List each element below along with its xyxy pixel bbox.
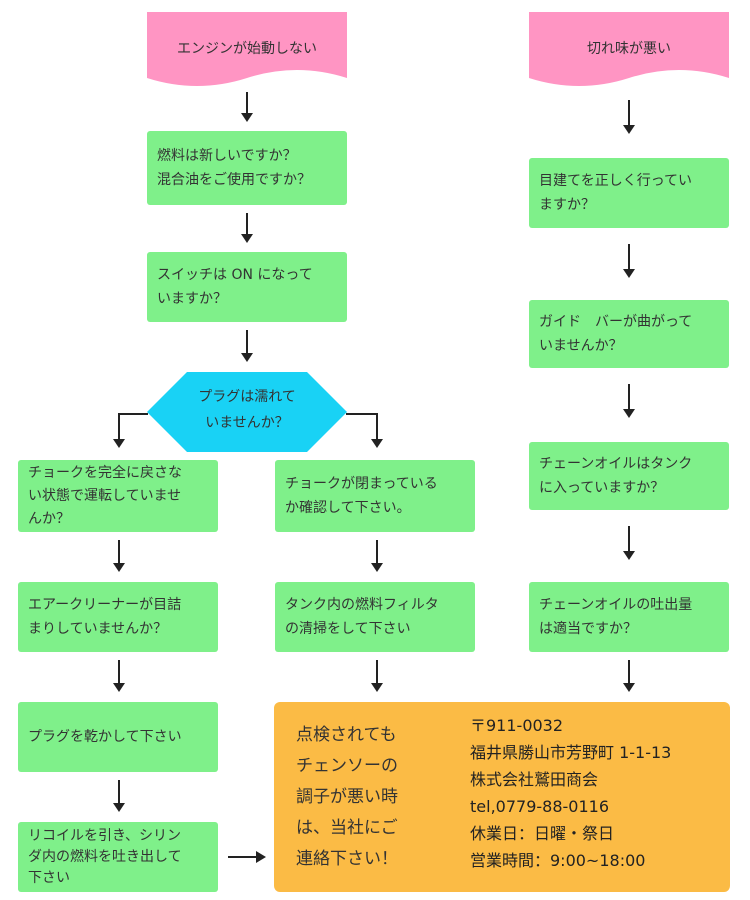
action-pull-recoil: リコイルを引き、シリン ダ内の燃料を吐き出して 下さい [18, 822, 218, 892]
arrow [623, 244, 635, 278]
arrow [241, 330, 253, 362]
arrow [371, 660, 383, 692]
arrow [623, 660, 635, 692]
arrow-to-contact [228, 856, 258, 858]
question-chain-oil-output: チェーンオイルの吐出量 は適当ですか？ [529, 582, 729, 652]
arrow [623, 526, 635, 560]
arrow [371, 540, 383, 572]
question-guide-bar: ガイド バーが曲がって いませんか？ [529, 300, 729, 368]
action-dry-plug: プラグを乾かして下さい [18, 702, 218, 772]
start-label-engine: エンジンが始動しない [147, 28, 347, 68]
arrow [113, 540, 125, 572]
question-sharpening: 目建てを正しく行ってい ますか？ [529, 158, 729, 228]
contact-box [274, 702, 730, 892]
postal-code: 〒911-0032 [470, 716, 564, 735]
arrow [113, 780, 125, 812]
company-name: 株式会社鷲田商会 [470, 770, 599, 789]
arrow [113, 413, 125, 448]
arrow [371, 413, 383, 448]
check-air-cleaner: エアークリーナーが目詰 まりしていませんか？ [18, 582, 218, 652]
action-clean-filter: タンク内の燃料フィルタ の清掃をして下さい [275, 582, 475, 652]
arrow [241, 213, 253, 243]
contact-info: 〒911-0032 福井県勝山市芳野町 1-1-13 株式会社鷲田商会 tel,… [470, 712, 671, 874]
question-switch: スイッチは ON になって いますか？ [147, 252, 347, 322]
decision-hexagon [147, 372, 347, 452]
branch-line-right [346, 413, 378, 415]
arrow [113, 660, 125, 692]
question-chain-oil-tank: チェーンオイルはタンク に入っていますか？ [529, 442, 729, 510]
address: 福井県勝山市芳野町 1-1-13 [470, 743, 672, 762]
check-choke-return: チョークを完全に戻さな い状態で運転していませ んか？ [18, 460, 218, 532]
arrow [241, 92, 253, 122]
branch-line-left [118, 413, 148, 415]
arrow [623, 100, 635, 134]
business-hours: 営業時間：9:00~18:00 [470, 851, 646, 870]
phone-number: tel,0779-88-0116 [470, 797, 609, 816]
arrowhead-to-contact [256, 851, 266, 863]
arrow [623, 384, 635, 418]
start-label-sharpness: 切れ味が悪い [529, 28, 729, 68]
holidays: 休業日：日曜・祭日 [470, 824, 615, 843]
question-fuel: 燃料は新しいですか？ 混合油をご使用ですか？ [147, 131, 347, 205]
decision-label: プラグは濡れて いませんか？ [198, 389, 296, 431]
check-choke-closed: チョークが閉まっている か確認して下さい。 [275, 460, 475, 532]
contact-message: 点検されても チェンソーの 調子が悪い時 は、当社にご 連絡下さい！ [296, 725, 398, 869]
